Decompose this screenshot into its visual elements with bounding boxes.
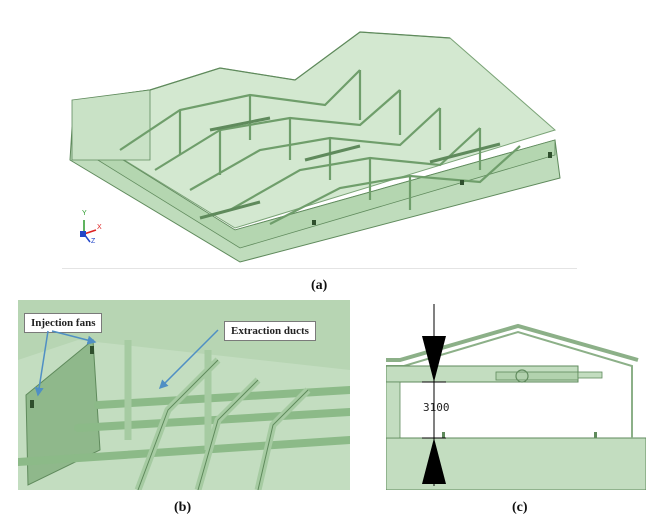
interior-drawing: [18, 300, 350, 490]
dimension-value: 3100: [423, 401, 450, 414]
panel-a-baseline: [62, 268, 577, 269]
caption-a: (a): [311, 278, 328, 293]
dimension-arrow-top: [422, 336, 446, 382]
isometric-view-panel: [60, 10, 580, 272]
caption-c: (c): [512, 500, 528, 515]
isometric-model-drawing: [69, 31, 561, 263]
axis-x-label: X: [97, 224, 102, 231]
interior-view-panel: [18, 300, 350, 490]
extraction-ducts-label: Extraction ducts: [224, 321, 316, 341]
axis-z-label: Z: [91, 238, 96, 245]
injection-arrow-2: [51, 330, 97, 345]
structural-frames: [119, 69, 521, 225]
injection-fan-1: [30, 400, 34, 408]
longitudinal-ducts: [199, 116, 501, 220]
duct-section-circle: [515, 369, 529, 383]
caption-b: (b): [174, 500, 192, 515]
axis-y-label: Y: [82, 210, 87, 217]
cross-section-drawing: [386, 300, 646, 490]
extraction-arrow: [158, 329, 219, 390]
injection-fan-wall: [25, 338, 101, 486]
injection-arrow-1: [34, 330, 49, 397]
cross-section-panel: [386, 300, 646, 490]
dimension-arrow-bottom: [422, 438, 446, 484]
roof-section: [386, 323, 639, 362]
injection-fans-label: Injection fans: [24, 313, 103, 333]
axis-triad: Y X Z: [68, 210, 108, 248]
axis-triad-icon: [80, 220, 97, 243]
fan-markers: [312, 152, 552, 225]
injection-fan-2: [90, 346, 94, 354]
